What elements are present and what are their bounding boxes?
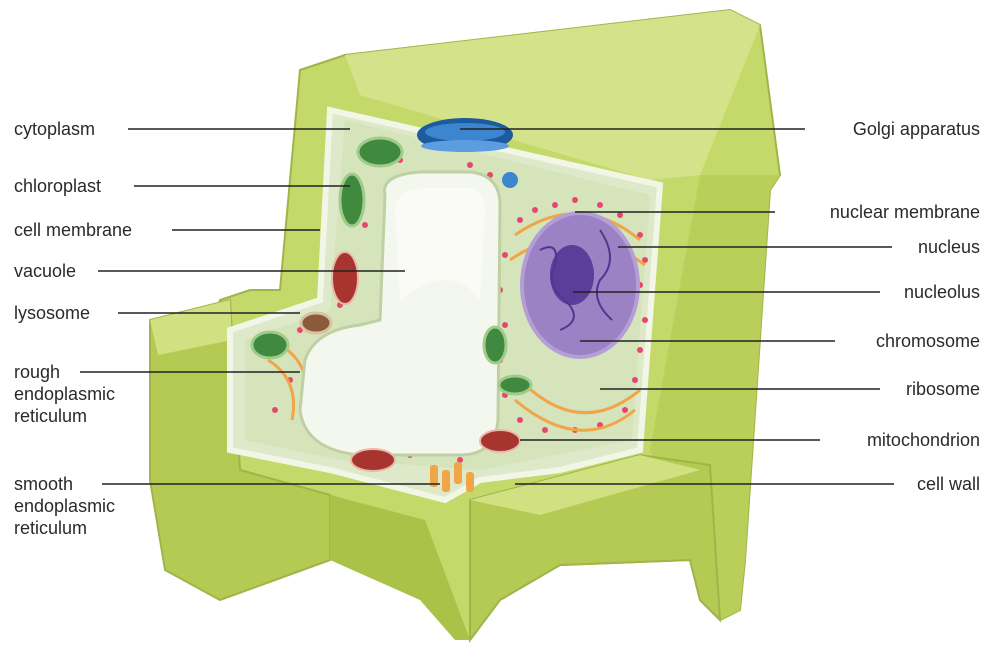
label-nucleolus: nucleolus xyxy=(904,281,980,303)
label-ribosome: ribosome xyxy=(906,378,980,400)
label-cytoplasm: cytoplasm xyxy=(14,118,95,140)
label-chromosome: chromosome xyxy=(876,330,980,352)
label-smooth-er: smooth endoplasmic reticulum xyxy=(14,473,115,539)
label-cell-wall: cell wall xyxy=(917,473,980,495)
lysosome-shape xyxy=(301,313,331,333)
label-nuclear-membrane: nuclear membrane xyxy=(830,201,980,223)
label-golgi-apparatus: Golgi apparatus xyxy=(853,118,980,140)
label-cell-membrane: cell membrane xyxy=(14,219,132,241)
label-nucleus: nucleus xyxy=(918,236,980,258)
label-vacuole: vacuole xyxy=(14,260,76,282)
label-mitochondrion: mitochondrion xyxy=(867,429,980,451)
label-chloroplast: chloroplast xyxy=(14,175,101,197)
label-lysosome: lysosome xyxy=(14,302,90,324)
nucleus-shape xyxy=(522,213,638,357)
label-rough-er: rough endoplasmic reticulum xyxy=(14,361,115,427)
